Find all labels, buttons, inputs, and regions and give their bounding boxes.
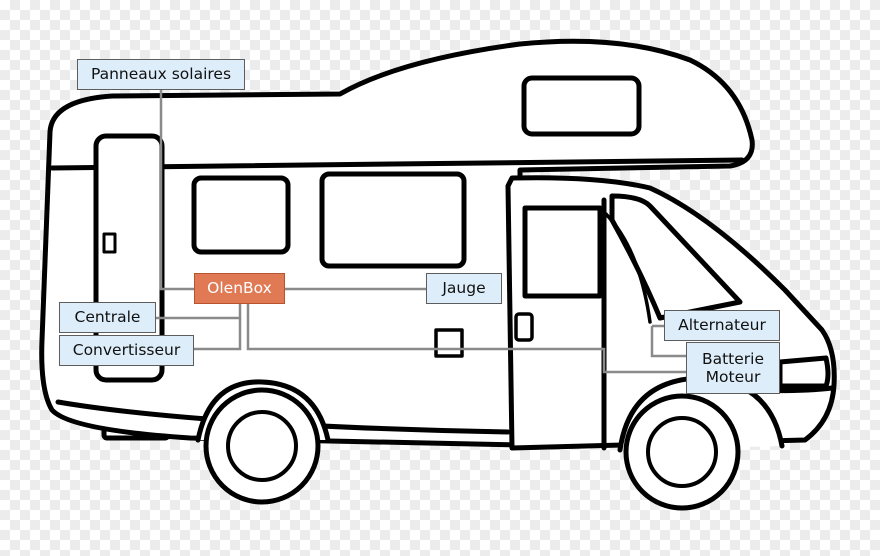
overcab-window [521,75,642,137]
label-batterie-line2: Moteur [705,368,761,386]
label-jauge: Jauge [426,273,502,304]
cab-door-handle [514,312,534,342]
side-window-large [319,171,467,269]
label-batterie-line1: Batterie [701,349,765,368]
windscreen [609,193,743,321]
rear-wheel-hub [226,410,298,482]
front-wheel-hub [646,416,718,488]
label-centrale: Centrale [59,302,156,333]
service-hatch [434,328,464,358]
wire-batterie [246,304,688,374]
label-batterie-moteur: Batterie Moteur [686,342,780,394]
headlight [777,355,831,389]
windscreen-frame [604,212,652,324]
label-olenbox: OlenBox [194,273,285,304]
label-alternateur: Alternateur [664,310,780,341]
label-convertisseur: Convertisseur [59,335,194,366]
label-panneaux-solaires: Panneaux solaires [77,59,245,90]
wire-convertisseur [193,318,242,351]
door-handle [102,232,117,254]
side-window-small [191,175,291,255]
wire-panneaux [159,88,196,291]
roof-line [49,157,745,171]
cab-door-window [522,205,603,299]
wire-alternateur [650,324,688,358]
